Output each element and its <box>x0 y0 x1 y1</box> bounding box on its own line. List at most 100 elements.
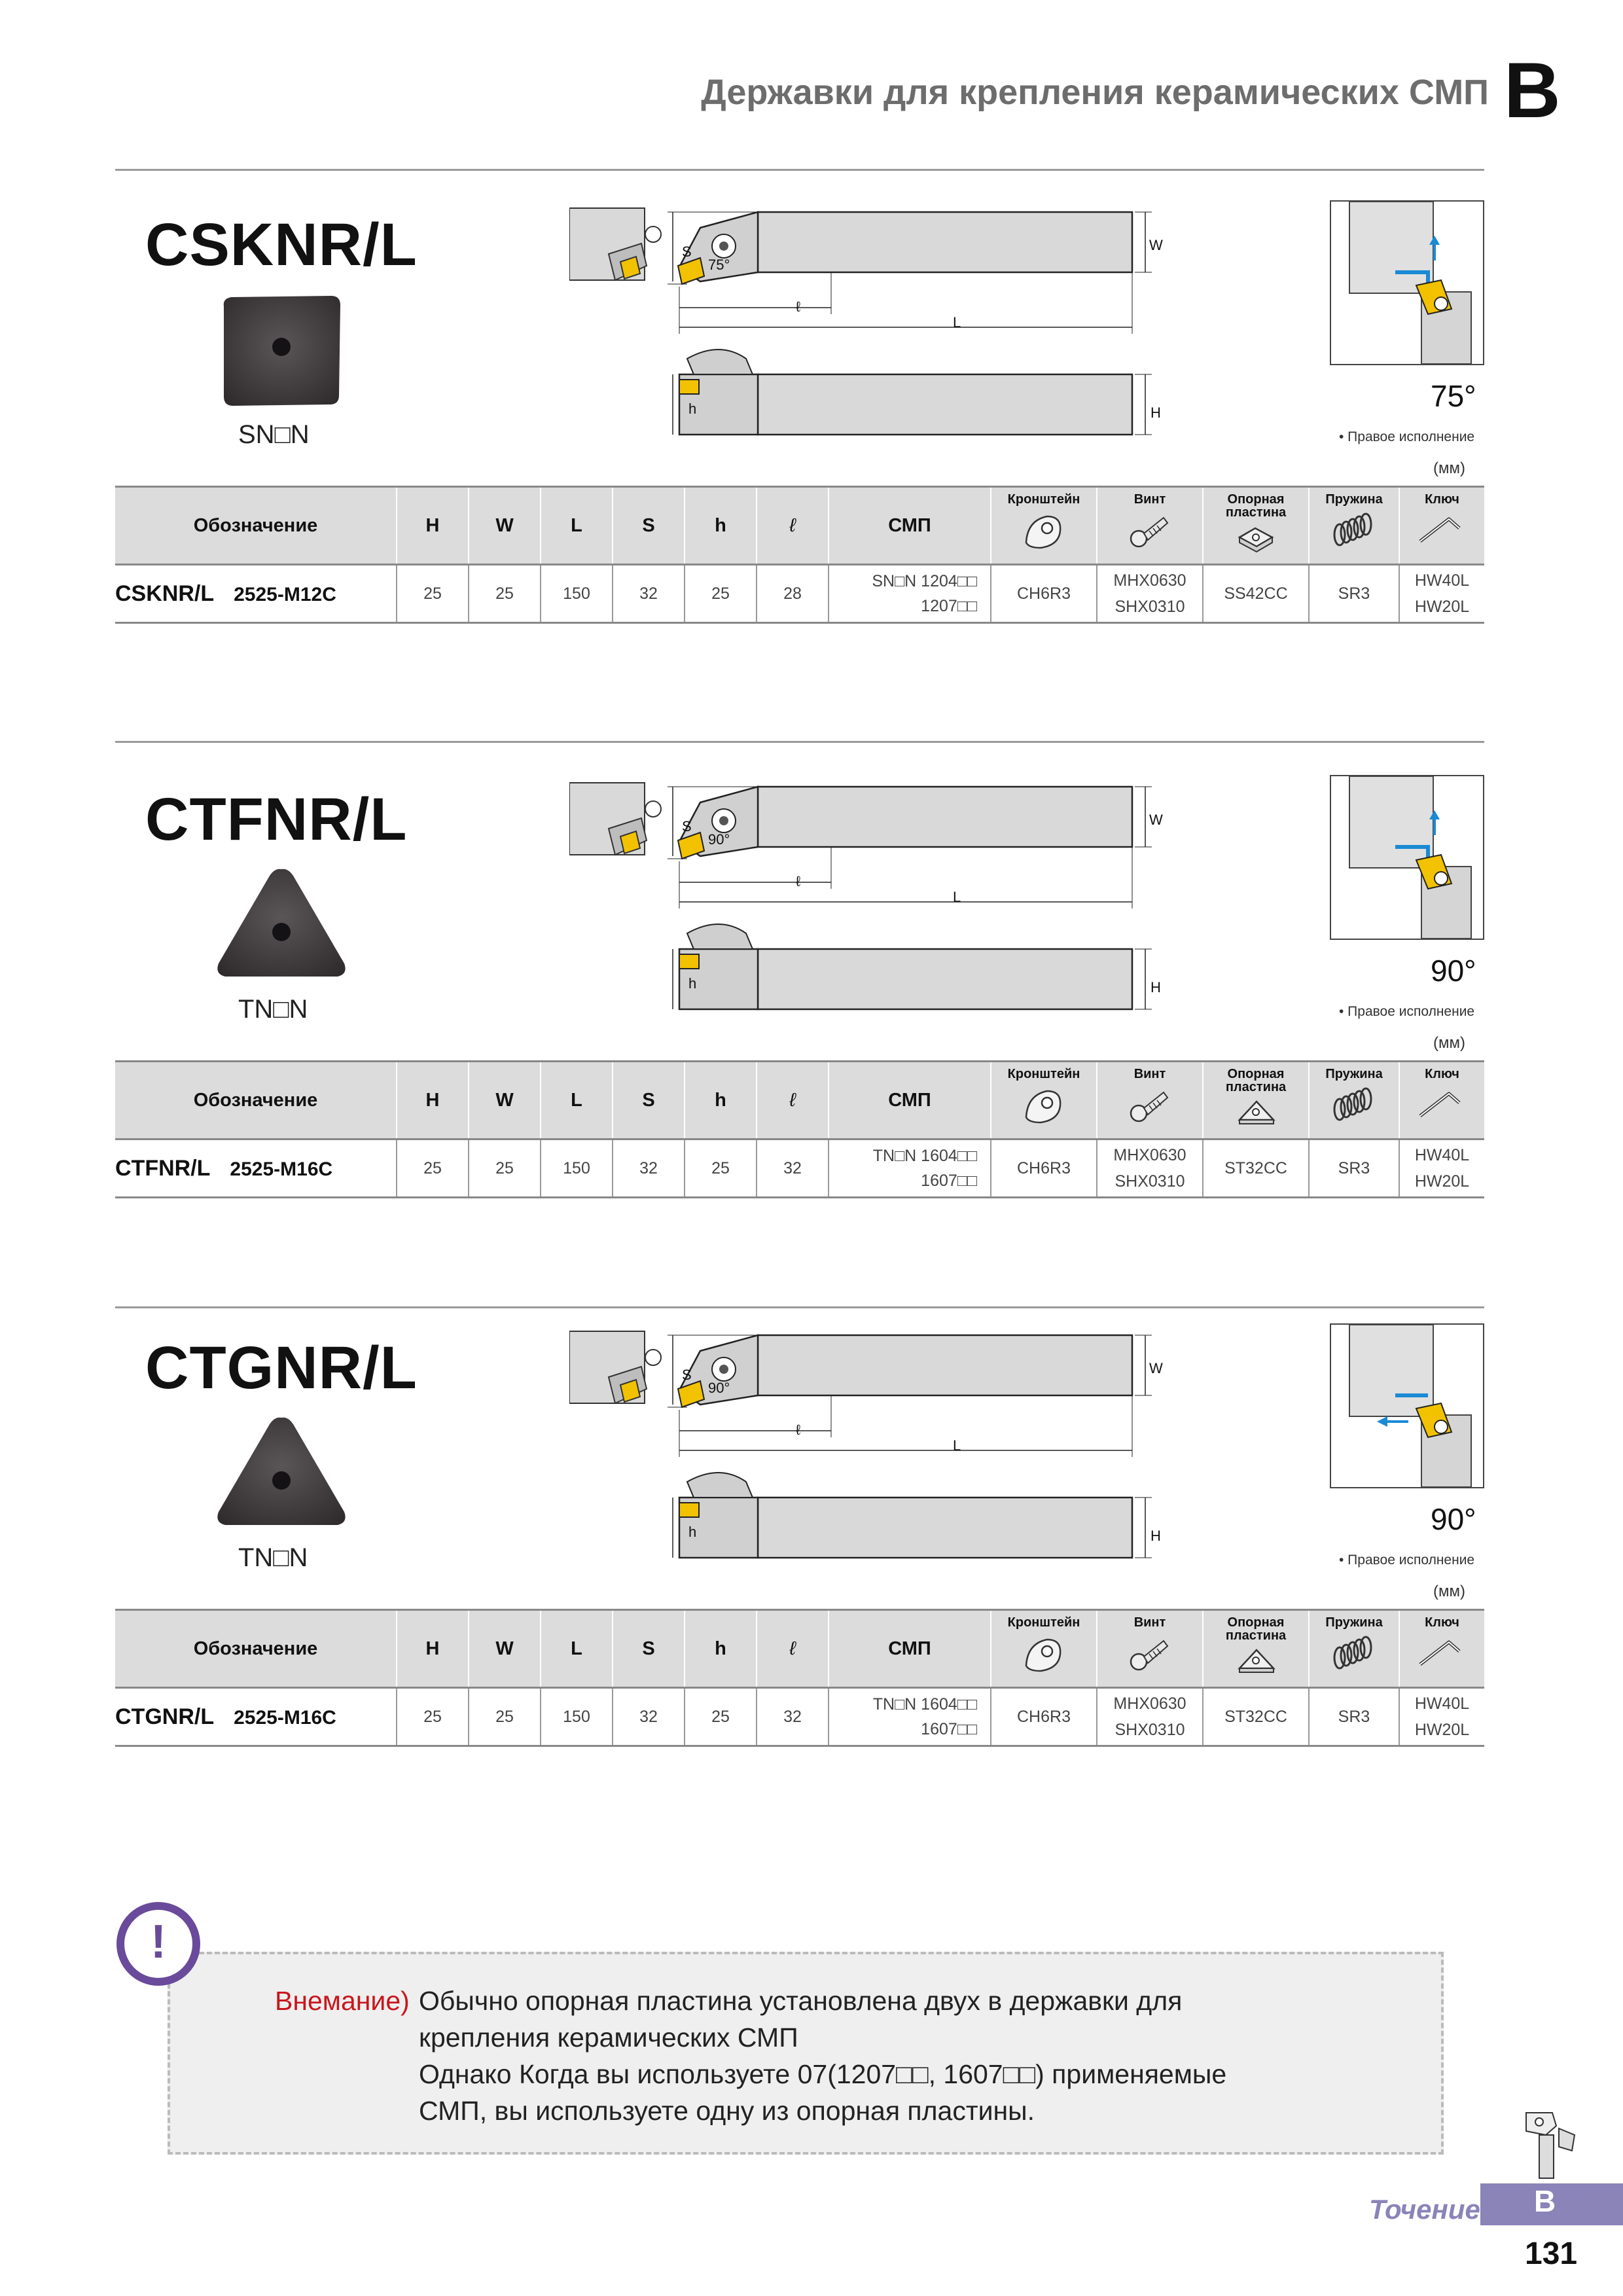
row-spring: SR3 <box>1308 564 1399 623</box>
col-screw: Винт <box>1096 1061 1203 1139</box>
col-S: S <box>612 1061 685 1139</box>
col-h: h <box>684 1061 757 1139</box>
col-spring: Пружина <box>1308 1609 1399 1688</box>
col-l: ℓ <box>756 486 829 565</box>
row-key-2: HW20L <box>1414 1721 1470 1739</box>
spring-icon <box>1333 1087 1372 1121</box>
row-key-1: HW40L <box>1414 571 1470 590</box>
col-W: W <box>468 1061 541 1139</box>
warning-box <box>168 1952 1444 2155</box>
row-shim: SS42CC <box>1202 564 1309 623</box>
row-L: 150 <box>540 564 613 623</box>
unit-label: (мм) <box>1433 1034 1465 1052</box>
screw-icon <box>1130 1640 1169 1671</box>
row-screw-2: SHX0310 <box>1115 1721 1185 1739</box>
unit-label: (мм) <box>1433 459 1465 477</box>
row-spring: SR3 <box>1308 1687 1399 1746</box>
holder-top-view-drawing <box>569 782 1152 1011</box>
spring-icon <box>1333 512 1372 547</box>
row-h: 25 <box>684 1687 757 1746</box>
insert-icon <box>217 1417 346 1525</box>
insert-icon <box>223 296 340 406</box>
col-spring: Пружина <box>1308 486 1399 565</box>
row-screw-1: MHX0630 <box>1113 1146 1186 1164</box>
col-key: Ключ <box>1399 486 1484 565</box>
warning-text-line-3: Однако Когда вы используете 07(1207□□, 1… <box>419 2059 1227 2089</box>
row-shim: ST32CC <box>1202 1687 1309 1746</box>
insert-type-label: SN□N <box>238 420 310 449</box>
dim-label-h: h <box>688 401 697 417</box>
dim-label-L: L <box>953 1437 961 1454</box>
row-spring: SR3 <box>1308 1139 1399 1198</box>
shim-icon <box>1238 1649 1275 1673</box>
dim-label-angle: 90° <box>708 1380 730 1396</box>
col-shim: Опорная пластина <box>1202 1061 1309 1139</box>
row-W: 25 <box>468 564 541 623</box>
spec-table: Обозначение H W L S h ℓ СМП Кронштейн Ви… <box>115 1609 1484 1747</box>
bracket-icon <box>1025 1638 1061 1672</box>
row-h: 25 <box>684 1139 757 1198</box>
row-screw-1: MHX0630 <box>1113 571 1186 590</box>
holder-top-view-drawing <box>569 1331 1152 1559</box>
row-smp-2: 1607□□ <box>921 1720 977 1738</box>
col-L: L <box>540 486 613 565</box>
dim-label-h: h <box>688 975 697 992</box>
row-smp: TN□N 1604□□1607□□ <box>828 1139 991 1198</box>
row-smp-2: 1607□□ <box>921 1172 977 1190</box>
application-diagram <box>1330 775 1484 940</box>
bracket-icon <box>1025 515 1061 549</box>
dim-label-L: L <box>953 889 961 905</box>
row-bracket: CH6R3 <box>990 564 1097 623</box>
col-screw: Винт <box>1096 1609 1203 1688</box>
row-smp: SN□N 1204□□1207□□ <box>828 564 991 623</box>
insert-type-label: TN□N <box>238 1543 308 1572</box>
holder-end-view <box>569 782 662 856</box>
warning-icon: ! <box>116 1902 200 1986</box>
bracket-header-label: Кронштейн <box>1007 492 1080 507</box>
row-code: CTGNR/L <box>115 1704 215 1729</box>
col-L: L <box>540 1061 613 1139</box>
dim-label-l: ℓ <box>796 298 801 315</box>
row-W: 25 <box>468 1687 541 1746</box>
spec-table-header: Обозначение H W L S h ℓ СМП Кронштейн Ви… <box>115 486 1484 565</box>
approach-angle: 75° <box>1431 379 1476 413</box>
shim-header-label-2: пластина <box>1225 1628 1287 1643</box>
spec-table: Обозначение H W L S h ℓ СМП Кронштейн Ви… <box>115 1060 1484 1198</box>
dim-label-S: S <box>682 1367 692 1383</box>
screw-icon <box>1130 516 1169 548</box>
page-number: 131 <box>1525 2236 1578 2271</box>
col-shim: Опорная пластина <box>1202 486 1309 565</box>
row-l: 32 <box>756 1139 829 1198</box>
holder-end-view <box>569 1331 662 1405</box>
col-screw: Винт <box>1096 486 1203 565</box>
col-spring: Пружина <box>1308 1061 1399 1139</box>
col-designation: Обозначение <box>115 1061 397 1139</box>
warning-text-line-4: СМП, вы используете одну из опорная плас… <box>419 2096 1035 2126</box>
footer-section-word: Точение <box>1369 2194 1480 2225</box>
section-divider <box>115 741 1484 743</box>
hex-key-icon <box>1418 1092 1461 1117</box>
section-divider <box>115 1306 1484 1308</box>
row-code: CTFNR/L <box>115 1155 211 1181</box>
shim-icon <box>1238 527 1274 553</box>
col-key: Ключ <box>1399 1061 1484 1139</box>
row-screw-2: SHX0310 <box>1115 1172 1185 1191</box>
spec-table-header: Обозначение H W L S h ℓ СМП Кронштейн Ви… <box>115 1061 1484 1139</box>
shim-header-label-1: Опорная <box>1227 492 1285 507</box>
application-diagram <box>1330 200 1484 365</box>
row-L: 150 <box>540 1139 613 1198</box>
spring-header-label: Пружина <box>1325 1615 1383 1630</box>
dim-label-W: W <box>1149 812 1163 828</box>
row-smp-1: SN□N 1204□□ <box>872 572 977 590</box>
key-header-label: Ключ <box>1425 1067 1459 1081</box>
shim-icon <box>1238 1100 1275 1124</box>
dim-label-l: ℓ <box>796 873 801 889</box>
row-H: 25 <box>396 1687 469 1746</box>
col-l: ℓ <box>756 1061 829 1139</box>
